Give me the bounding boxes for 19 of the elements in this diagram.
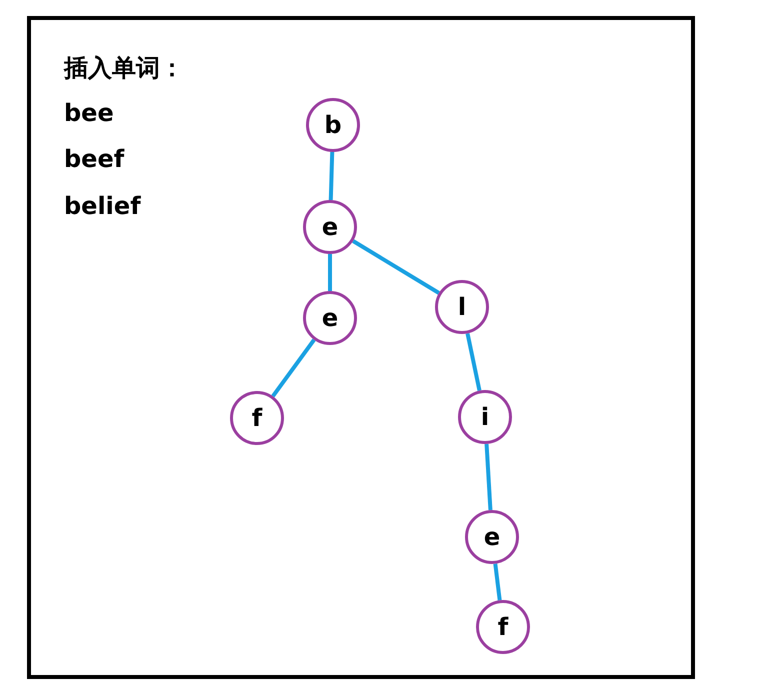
letter-node: e	[303, 200, 357, 254]
letter-node: f	[476, 600, 530, 654]
tree-edge	[328, 254, 332, 291]
word-text: belief	[64, 192, 141, 220]
word-text: beef	[64, 145, 124, 173]
letter-node: e	[303, 291, 357, 345]
tree-edge	[328, 152, 334, 200]
tree-edge	[484, 444, 492, 510]
tree-edge	[271, 338, 316, 398]
letter-node: i	[458, 390, 512, 444]
letter-node: f	[230, 391, 284, 445]
letter-node: e	[465, 510, 519, 564]
tree-edge	[466, 333, 482, 391]
letter-node: b	[306, 98, 360, 152]
heading-text: 插入单词：	[64, 53, 184, 84]
tree-edge	[352, 239, 440, 295]
tree-edge	[493, 564, 502, 600]
letter-node: l	[435, 280, 489, 334]
word-text: bee	[64, 99, 114, 127]
